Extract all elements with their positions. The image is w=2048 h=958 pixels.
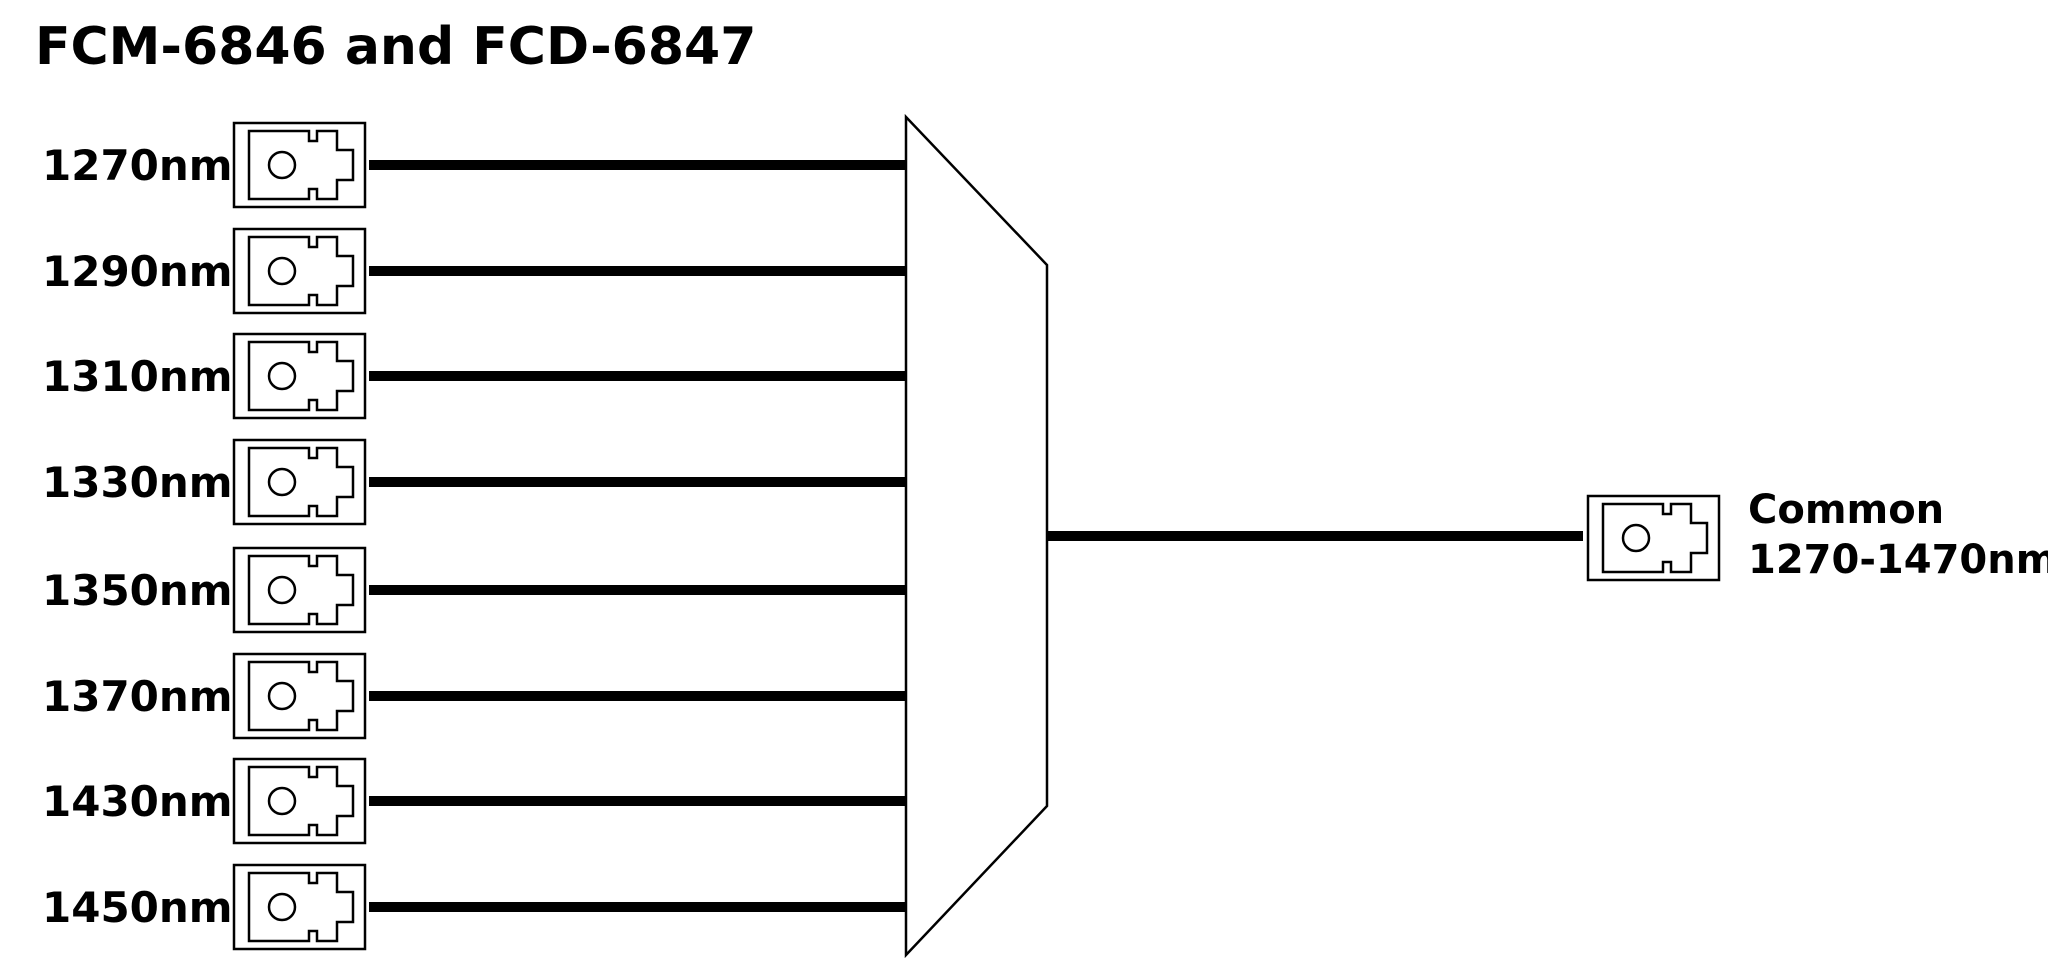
connector-ferrule [267,681,297,711]
connector-body [1601,502,1709,574]
connector-body [247,340,355,412]
connector-ferrule [267,892,297,922]
connector-body [247,660,355,732]
connector-icon [232,121,367,209]
connector-icon [232,332,367,420]
channel-port-row: 1290nm [42,227,906,315]
connector-body [247,554,355,626]
channel-wavelength-label: 1330nm [42,458,233,507]
common-port-label: Common [1748,487,1944,533]
connector-ferrule [1621,523,1651,553]
diagram-title: FCM-6846 and FCD-6847 [35,17,756,77]
channel-ports: 1270nm 1290nm 1310nm 1330nm 1350nm 1370nm 1430… [42,121,906,951]
channel-port-row: 1310nm [42,332,906,420]
connector-icon [232,863,367,951]
connector-body [247,765,355,837]
channel-port-row: 1270nm [42,121,906,209]
common-port-range: 1270-1470nm [1748,537,2048,583]
connector-ferrule [267,467,297,497]
connector-icon [232,546,367,634]
channel-wavelength-label: 1350nm [42,566,233,615]
channel-wavelength-label: 1430nm [42,777,233,826]
channel-wavelength-label: 1290nm [42,247,233,296]
connector-body [247,235,355,307]
connector-body [247,446,355,518]
channel-port-row: 1430nm [42,757,906,845]
connector-ferrule [267,575,297,605]
connector-ferrule [267,150,297,180]
channel-port-row: 1370nm [42,652,906,740]
channel-wavelength-label: 1310nm [42,352,233,401]
channel-port-row: 1350nm [42,546,906,634]
channel-wavelength-label: 1270nm [42,141,233,190]
connector-ferrule [267,361,297,391]
channel-wavelength-label: 1450nm [42,883,233,932]
connector-icon [232,757,367,845]
mux-trapezoid [904,113,1049,958]
connector-ferrule [267,256,297,286]
connector-icon [232,438,367,526]
connector-icon [1586,494,1721,582]
channel-port-row: 1330nm [42,438,906,526]
connector-body [247,129,355,201]
connector-body [247,871,355,943]
channel-port-row: 1450nm [42,863,906,951]
channel-wavelength-label: 1370nm [42,672,233,721]
connector-icon [232,652,367,740]
common-connector [1586,494,1721,582]
connector-ferrule [267,786,297,816]
connector-icon [232,227,367,315]
